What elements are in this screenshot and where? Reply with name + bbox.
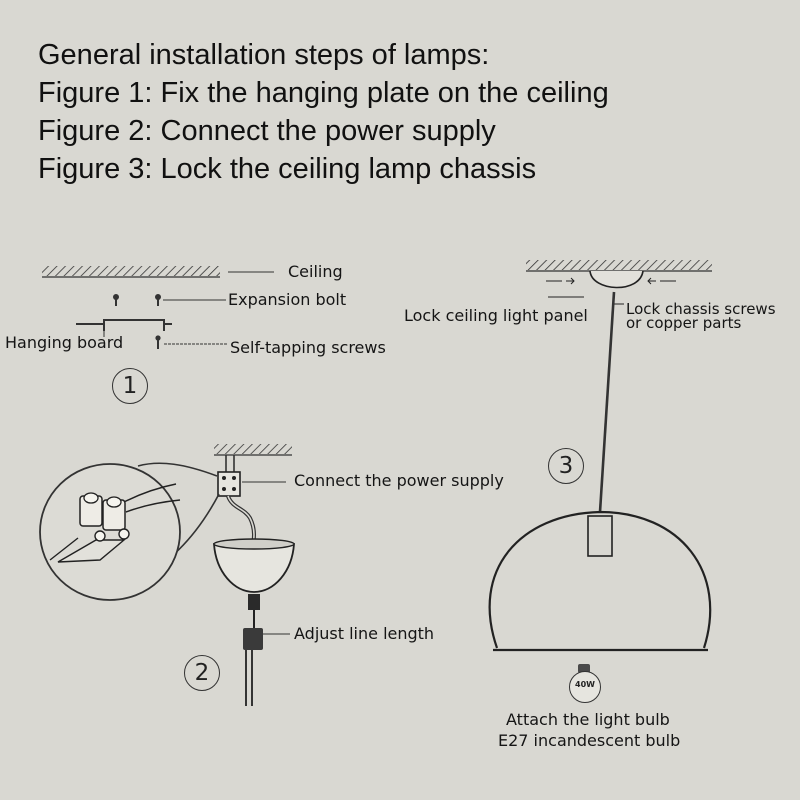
figure1-drawing [42,266,274,349]
lock-chassis-label: Lock chassis screws or copper parts [626,300,776,332]
ceiling-canopy-3 [589,270,644,289]
expansion-bolt-label: Expansion bolt [228,290,347,309]
bulb-type-label: E27 incandescent bulb [498,731,681,750]
magnify-callout-upper [137,462,218,477]
ceiling-label: Ceiling [288,262,343,281]
cord-lock-top [248,594,260,610]
cord-lock-adjuster [243,628,263,650]
title-line-2: Figure 1: Fix the hanging plate on the c… [38,77,609,109]
adjust-line-label: Adjust line length [294,624,435,643]
hanging-board-label: Hanging board [5,333,124,352]
ceiling-canopy [213,543,295,593]
ceiling-hatch-3 [526,260,712,270]
connect-power-label: Connect the power supply [294,471,504,490]
expansion-bolt-left-icon [113,294,119,306]
title-line-1: General installation steps of lamps: [38,39,490,71]
magnified-view-circle [39,463,181,601]
attach-bulb-label: Attach the light bulb [506,710,670,729]
magnified-terminal-icon [49,483,181,563]
bulb-watt-label: 40W [575,680,595,689]
instructions-title: General installation steps of lamps: Fig… [38,36,609,188]
expansion-bolt-right-icon [155,294,161,306]
lock-panel-label: Lock ceiling light panel [404,306,588,325]
figure2-number: 2 [184,655,220,691]
figure3-number: 3 [548,448,584,484]
self-tapping-screws-label: Self-tapping screws [230,338,386,357]
hanging-board-shape [76,319,172,325]
ceiling-hatch-2 [214,444,292,454]
lock-chassis-line-2: or copper parts [626,314,742,332]
figure2-drawing [39,444,295,706]
figure1-number: 1 [112,368,148,404]
light-bulb-icon: 40W [568,664,602,704]
lamp-socket [587,515,613,557]
suspension-cable [598,291,616,513]
terminal-block-icon [217,471,241,497]
lock-chassis-line-1: Lock chassis screws [626,300,776,318]
dome-shade [488,510,712,649]
title-line-4: Figure 3: Lock the ceiling lamp chassis [38,153,537,185]
ceiling-hatch-1 [42,266,220,276]
self-tapping-screw-icon [155,335,161,349]
figure3-drawing [488,260,712,652]
title-line-3: Figure 2: Connect the power supply [38,115,496,147]
